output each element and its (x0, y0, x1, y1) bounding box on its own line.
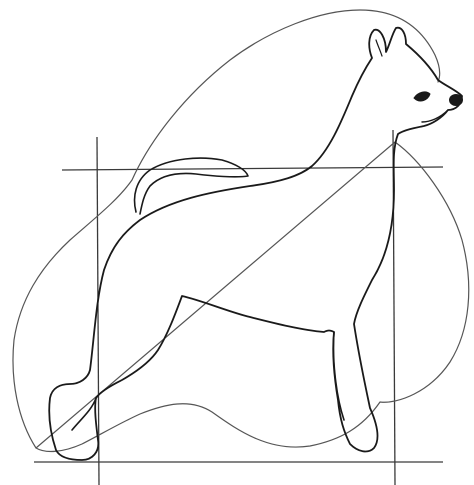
nose (449, 94, 463, 106)
mouth-line (422, 110, 448, 122)
tail-outline (135, 158, 248, 214)
eye (414, 92, 430, 101)
dog-body-outline (49, 28, 462, 460)
horizontal-guide-top (62, 167, 443, 170)
guide-lines (34, 130, 443, 485)
ear-inner-detail (376, 40, 382, 56)
outer-coat-contour (13, 10, 469, 451)
